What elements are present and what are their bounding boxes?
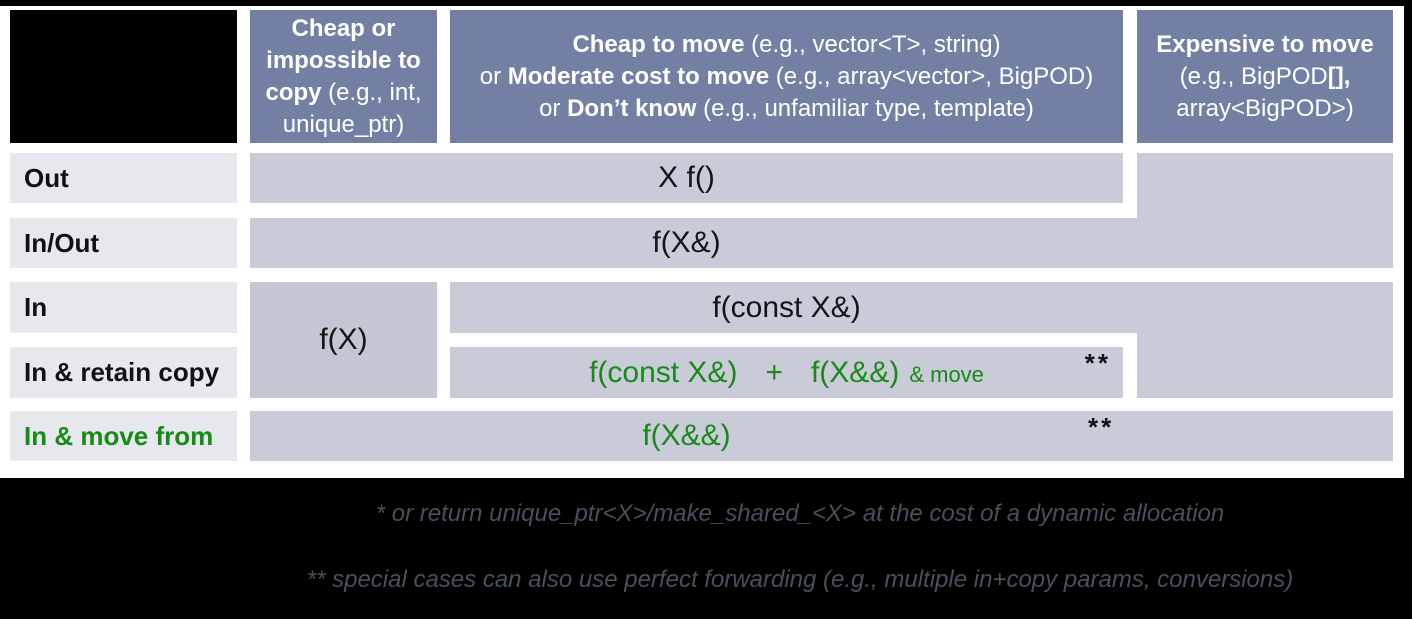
header-line-2: or Moderate cost to move (e.g., array<ve…: [480, 61, 1094, 93]
rvalue-overload-text: f(X&&) & move: [811, 356, 984, 390]
header-regular-text: (e.g., vector<T>, string): [744, 30, 1001, 58]
row-label-out: Out: [10, 153, 237, 203]
and-move-suffix: & move: [909, 361, 984, 387]
top-black-bar: [0, 0, 1412, 6]
header-regular-text: (e.g., array<vector>, BigPOD): [769, 62, 1094, 90]
plus-sign: +: [765, 355, 783, 389]
header-regular-text: or: [479, 62, 508, 90]
cell-in-text: f(const X&): [712, 290, 861, 324]
header-line-3: or Don’t know (e.g., unfamiliar type, te…: [539, 93, 1034, 125]
header-bold-text: Expensive to move: [1156, 30, 1374, 58]
column-header-cheap-to-copy-text: Cheap or impossible to copy (e.g., int, …: [254, 13, 433, 141]
row-label-in-retain-copy: In & retain copy: [10, 347, 237, 398]
header-regular-text: or: [539, 94, 568, 122]
header-bold-text: Cheap to move: [572, 30, 745, 58]
corner-black-box: [10, 10, 237, 143]
cell-move-text: f(X&&): [642, 419, 731, 452]
header-bold-text: Cheap or impossible to copy: [265, 14, 421, 106]
row-label-in-move-from: In & move from: [10, 411, 237, 461]
header-line-2: (e.g., BigPOD[],: [1180, 61, 1351, 93]
column-header-cheap-to-copy: Cheap or impossible to copy (e.g., int, …: [250, 10, 437, 143]
header-bold-text: Moderate cost to move: [507, 62, 770, 90]
header-regular-text: (e.g., int, unique_ptr): [282, 78, 422, 138]
double-asterisk-footnote-marker: **: [1088, 412, 1115, 442]
row-label-in-out: In/Out: [10, 218, 237, 268]
header-regular-text: (e.g., unfamiliar type, template): [696, 94, 1034, 122]
column-header-cheap-to-move: Cheap to move (e.g., vector<T>, string) …: [450, 10, 1123, 143]
header-line-1: Cheap to move (e.g., vector<T>, string): [572, 29, 1000, 61]
cell-inout-text: f(X&): [652, 226, 721, 259]
cell-out-return-by-value: X f(): [250, 153, 1123, 203]
cell-pass-by-value: f(X): [250, 282, 437, 398]
header-bold-text: [],: [1327, 62, 1351, 90]
header-line-3: array<BigPOD>): [1176, 94, 1354, 122]
rvalue-overload-code: f(X&&): [810, 355, 900, 389]
const-ref-overload-text: f(const X&): [589, 355, 738, 389]
footnote-panel: * or return unique_ptr<X>/make_shared_<X…: [0, 478, 1412, 619]
header-regular-text: (e.g., BigPOD: [1179, 62, 1328, 90]
cell-expensive-in-retain-span: [1137, 282, 1393, 398]
header-bold-text: Don’t know: [567, 94, 697, 122]
right-black-bar: [1404, 0, 1412, 478]
footnote-single-asterisk: * or return unique_ptr<X>/make_shared_<X…: [375, 500, 1225, 527]
row-label-in: In: [10, 282, 237, 333]
cell-retain-text-group: f(const X&) + f(X&&) & move: [450, 347, 1123, 398]
cell-in-retain-copy-overloads: f(const X&) + f(X&&) & move **: [450, 347, 1123, 398]
double-asterisk-footnote-marker: **: [1084, 348, 1111, 378]
cell-in-move-from-rvalue-ref: f(X&&) **: [250, 411, 1393, 461]
footnote-double-asterisk: ** special cases can also use perfect fo…: [306, 566, 1294, 593]
column-header-expensive-to-move: Expensive to move (e.g., BigPOD[], array…: [1137, 10, 1393, 143]
cell-inout-reference: f(X&): [250, 218, 1393, 268]
